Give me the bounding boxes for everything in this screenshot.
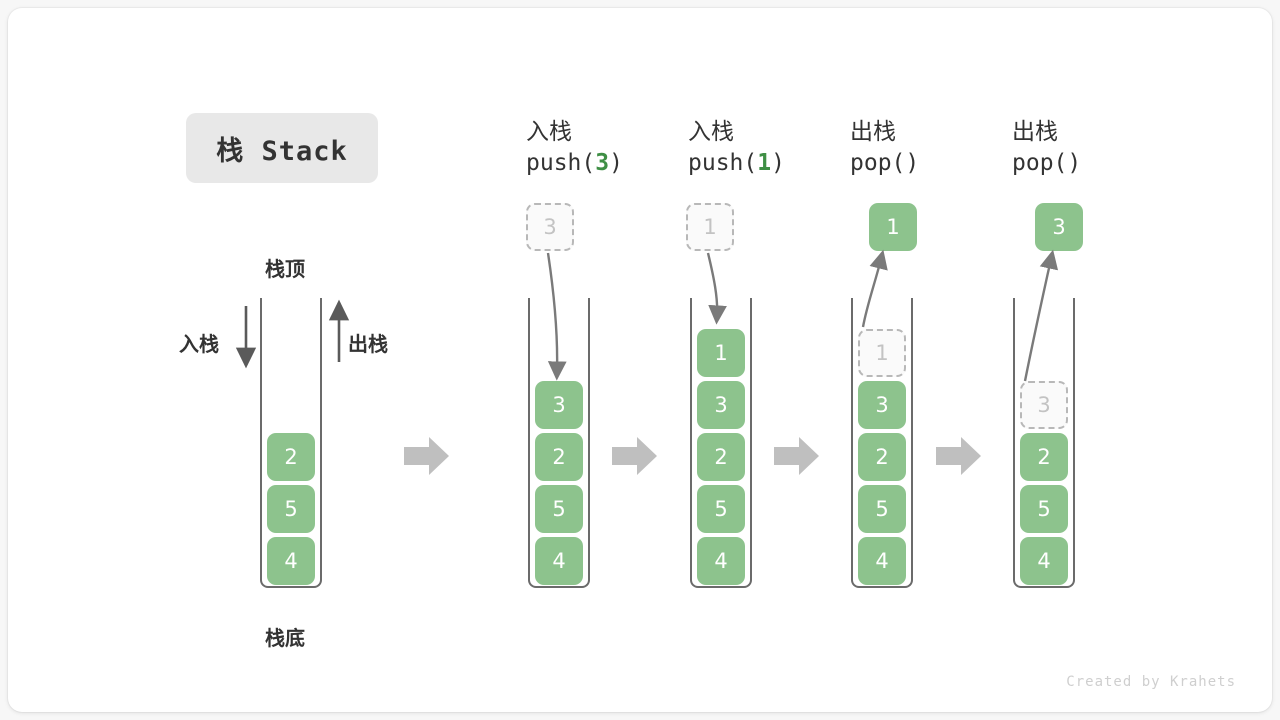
stack-cell: 2: [1020, 433, 1068, 481]
stack-cells-push-3: 4 5 2 3: [531, 377, 587, 585]
stack-cell: 1: [697, 329, 745, 377]
stack-cells-pop-1: 4 5 2 3 1: [854, 325, 910, 585]
stack-group-initial: 4 5 2: [260, 298, 322, 588]
stack-cells-initial: 4 5 2: [263, 429, 319, 585]
stack-cell: 2: [858, 433, 906, 481]
pop-direction-arrow: [328, 299, 350, 362]
stack-group-push-1: 4 5 2 3 1: [690, 298, 752, 588]
pop-direction-label: 出栈: [348, 332, 388, 356]
stack-cell: 3: [535, 381, 583, 429]
stack-cell: 5: [697, 485, 745, 533]
op-code-suffix: ): [1067, 150, 1082, 176]
vacated-slot-ghost: 3: [1020, 381, 1068, 429]
flow-arrow-icon: [404, 437, 449, 475]
popped-element: 3: [1035, 203, 1083, 251]
stack-cells-pop-3: 4 5 2 3: [1016, 377, 1072, 585]
step-op-cn: 入栈: [688, 119, 734, 145]
op-code-suffix: ): [609, 150, 623, 176]
stack-frame: [260, 298, 322, 588]
step-op-cn: 出栈: [1012, 119, 1058, 145]
stack-cell: 4: [535, 537, 583, 585]
stack-frame: [690, 298, 752, 588]
stack-cell: 5: [858, 485, 906, 533]
diagram-card: 栈 Stack 4 5 2 栈顶 栈底 入栈 出栈 入栈 push(3) 3: [8, 8, 1272, 712]
stack-cell: 5: [1020, 485, 1068, 533]
incoming-element-ghost: 1: [686, 203, 734, 251]
stack-top-label: 栈顶: [265, 257, 305, 281]
step-op-cn: 出栈: [850, 119, 896, 145]
stack-frame: [1013, 298, 1075, 588]
push-motion-arrow: [546, 252, 567, 381]
stack-group-pop-1: 4 5 2 3 1: [851, 298, 913, 588]
op-code-prefix: push(: [526, 150, 596, 176]
stack-bottom-label: 栈底: [265, 626, 305, 650]
stack-frame: [851, 298, 913, 588]
step-op-cn: 入栈: [526, 119, 572, 145]
op-code-suffix: ): [905, 150, 920, 176]
op-code-prefix: push(: [688, 150, 758, 176]
push-motion-arrow: [706, 252, 727, 325]
step-op-code: pop(): [850, 150, 919, 176]
stack-cell: 3: [858, 381, 906, 429]
stack-group-push-3: 4 5 2 3: [528, 298, 590, 588]
step-op-code: push(3): [526, 150, 623, 176]
step-op-code: push(1): [688, 150, 785, 176]
stack-cell: 2: [267, 433, 315, 481]
step-label-pop-1: 出栈 pop(): [850, 114, 919, 176]
step-op-code: pop(): [1012, 150, 1081, 176]
stack-cell: 4: [1020, 537, 1068, 585]
incoming-element-ghost: 3: [526, 203, 574, 251]
op-code-suffix: ): [771, 150, 785, 176]
step-label-push-1: 入栈 push(1): [688, 114, 785, 176]
op-code-arg: 1: [757, 150, 772, 176]
step-label-push-3: 入栈 push(3): [526, 114, 623, 176]
popped-element: 1: [869, 203, 917, 251]
op-code-prefix: pop(: [1012, 150, 1068, 176]
op-code-arg: 3: [595, 150, 610, 176]
stack-cell: 5: [535, 485, 583, 533]
footer-credit: Created by Krahets: [1066, 674, 1236, 690]
flow-arrow-icon: [612, 437, 657, 475]
op-code-prefix: pop(: [850, 150, 906, 176]
stack-cell: 5: [267, 485, 315, 533]
stack-cell: 3: [697, 381, 745, 429]
push-direction-label: 入栈: [179, 332, 219, 356]
flow-arrow-icon: [774, 437, 819, 475]
stack-cells-push-1: 4 5 2 3 1: [693, 325, 749, 585]
stack-cell: 4: [697, 537, 745, 585]
stack-cell: 2: [535, 433, 583, 481]
step-label-pop-3: 出栈 pop(): [1012, 114, 1081, 176]
push-direction-arrow: [235, 306, 257, 369]
stack-frame: [528, 298, 590, 588]
diagram-title-badge: 栈 Stack: [186, 113, 378, 183]
stack-cell: 4: [267, 537, 315, 585]
flow-arrow-icon: [936, 437, 981, 475]
stack-cell: 2: [697, 433, 745, 481]
pop-motion-arrow: [861, 249, 888, 328]
stack-group-pop-3: 4 5 2 3: [1013, 298, 1075, 588]
pop-motion-arrow: [1023, 249, 1059, 382]
vacated-slot-ghost: 1: [858, 329, 906, 377]
stack-cell: 4: [858, 537, 906, 585]
